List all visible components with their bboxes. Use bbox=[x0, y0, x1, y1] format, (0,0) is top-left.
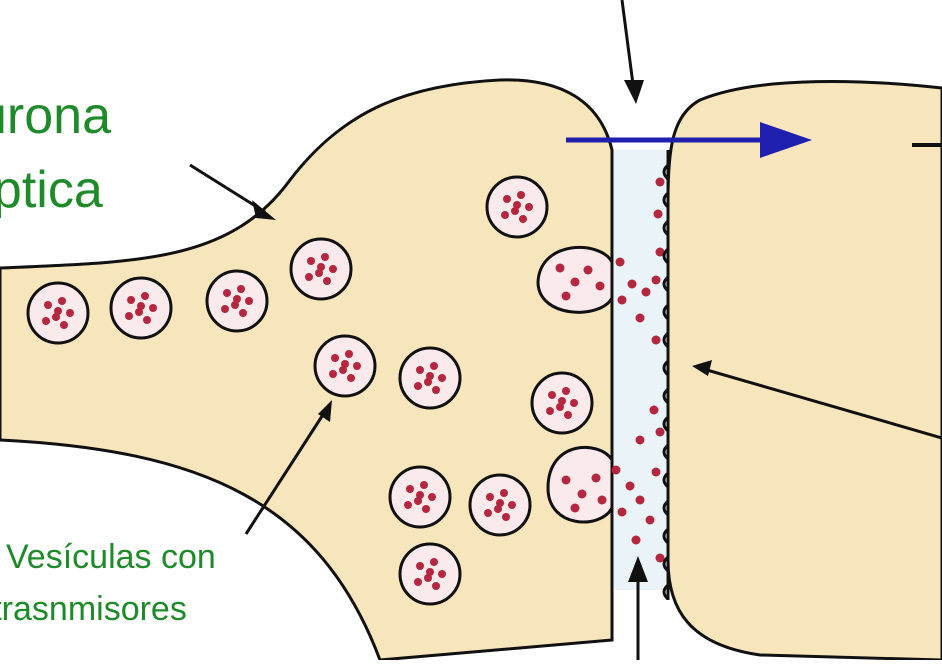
neurotransmitter-dot bbox=[618, 508, 627, 517]
neurotransmitter-dot bbox=[598, 496, 607, 505]
neurotransmitter-dot bbox=[556, 264, 565, 273]
neurotransmitter-dot bbox=[656, 428, 665, 437]
pointer-arrow-top bbox=[622, 0, 644, 104]
neurotransmitter-dot bbox=[642, 288, 651, 297]
neurotransmitter-dot bbox=[636, 496, 645, 505]
neurotransmitter-dot bbox=[636, 436, 645, 445]
neurotransmitter-dot bbox=[656, 178, 665, 187]
neurotransmitter-dot bbox=[578, 490, 587, 499]
neurotransmitter-dot bbox=[632, 536, 641, 545]
pointer-arrow-presynaptic bbox=[190, 165, 276, 220]
presynaptic-neuron-label-line1: urona bbox=[0, 88, 111, 144]
neurotransmitter-dot bbox=[616, 258, 625, 267]
vesicle bbox=[400, 544, 460, 604]
neurotransmitter-dot bbox=[562, 292, 571, 301]
vesicles-label-line2: rotrasnmisores bbox=[0, 590, 187, 628]
presynaptic-neuron-label-line2: áptica bbox=[0, 162, 103, 218]
neurotransmitter-dot bbox=[650, 406, 659, 415]
vesicle bbox=[400, 348, 460, 408]
neurotransmitter-dot bbox=[652, 468, 661, 477]
neurotransmitter-dot bbox=[636, 314, 645, 323]
neurotransmitter-dot bbox=[562, 476, 571, 485]
vesicle bbox=[470, 475, 530, 535]
neurotransmitter-dot bbox=[628, 280, 637, 289]
vesicle bbox=[207, 271, 267, 331]
exocytosis-vesicle-lower bbox=[548, 447, 612, 522]
neurotransmitter-dot bbox=[571, 504, 580, 513]
neurotransmitter-dot bbox=[571, 278, 580, 287]
vesicle bbox=[28, 283, 88, 343]
vesicle bbox=[390, 467, 450, 527]
neurotransmitter-dot bbox=[596, 282, 605, 291]
neurotransmitter-dot bbox=[646, 516, 655, 525]
neurotransmitter-dot bbox=[612, 466, 621, 475]
vesicle bbox=[111, 278, 171, 338]
neurotransmitter-dot bbox=[592, 474, 601, 483]
neurotransmitter-dot bbox=[652, 336, 661, 345]
neurotransmitter-dot bbox=[626, 482, 635, 491]
vesicles-label-line1: Vesículas con bbox=[6, 538, 216, 576]
neurotransmitter-dot bbox=[584, 266, 593, 275]
vesicle bbox=[291, 239, 351, 299]
vesicle bbox=[532, 373, 592, 433]
neurotransmitter-dot bbox=[654, 210, 663, 219]
vesicle bbox=[487, 177, 547, 237]
vesicle bbox=[315, 336, 375, 396]
neurotransmitter-dot bbox=[618, 296, 627, 305]
neurotransmitter-dot bbox=[652, 276, 661, 285]
